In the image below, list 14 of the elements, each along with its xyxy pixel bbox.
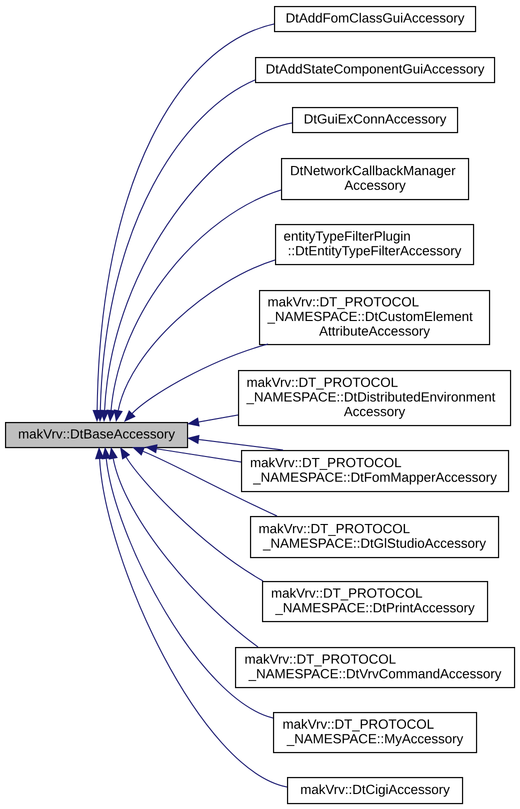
class-box: makVrv::DT_PROTOCOL _NAMESPACE::DtVrvCommandAccessory: [235, 647, 516, 688]
class-box: makVrv::DtCigiAccessory: [287, 777, 464, 804]
base-class-box: makVrv::DtBaseAccessory: [5, 422, 188, 448]
class-box: makVrv::DT_PROTOCOL _NAMESPACE::DtFomMapperAccessory: [241, 450, 510, 492]
class-box: entityTypeFilterPlugin ::DtEntityTypeFilterAccessory: [275, 224, 474, 266]
class-box: makVrv::DT_PROTOCOL _NAMESPACE::MyAccessory: [273, 712, 478, 754]
class-box: DtAddFomClassGuiAccessory: [274, 6, 476, 32]
class-box: makVrv::DT_PROTOCOL _NAMESPACE::DtGlStudioAccessory: [250, 516, 500, 558]
class-box: DtNetworkCallbackManager Accessory: [281, 158, 470, 200]
class-box: DtGuiExConnAccessory: [292, 107, 458, 134]
class-box: DtAddStateComponentGuiAccessory: [255, 57, 496, 84]
class-box: makVrv::DT_PROTOCOL _NAMESPACE::DtPrintAccessory: [262, 581, 488, 622]
class-box: makVrv::DT_PROTOCOL _NAMESPACE::DtDistributedEnvironment Accessory: [238, 370, 512, 426]
class-box: makVrv::DT_PROTOCOL _NAMESPACE::DtCustomElement AttributeAccessory: [259, 290, 490, 346]
